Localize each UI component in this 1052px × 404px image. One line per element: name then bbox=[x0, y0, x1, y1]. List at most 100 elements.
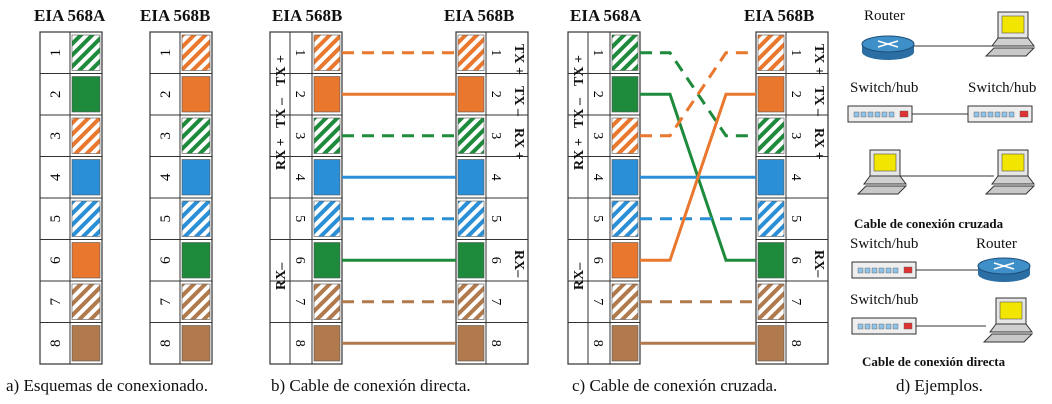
label-switch-hub-3: Switch/hub bbox=[850, 236, 919, 252]
a-568b-pin-number: 7 bbox=[158, 298, 174, 306]
b-right-568b-pin-number: 4 bbox=[488, 174, 503, 181]
a-568b-wire-brown bbox=[181, 325, 211, 362]
c-right-568b-pin-number: 2 bbox=[788, 91, 803, 98]
c-right-568b-pin-number: 7 bbox=[788, 298, 803, 305]
b-left-568b-wire-orange bbox=[313, 76, 341, 113]
c-right-568b-pin-number: 1 bbox=[788, 49, 803, 56]
c-right-568b-wire-blue bbox=[757, 159, 785, 196]
a-568a-wire-blue bbox=[71, 159, 101, 196]
c-left-568a-wire-brown bbox=[611, 325, 639, 362]
switch-hub-icon-right-port bbox=[973, 111, 980, 118]
b-left-568b-pin-number: 6 bbox=[292, 257, 307, 264]
b-left-568b-wire-orange-stripe bbox=[313, 34, 341, 71]
c-left-568a-wire-orange-stripe bbox=[611, 117, 639, 154]
b-right-568b-pin-number: 5 bbox=[488, 215, 503, 222]
switch-hub-icon-3 bbox=[851, 261, 917, 279]
a-568b-wire-green bbox=[181, 242, 211, 279]
a-568a-pin-number: 3 bbox=[48, 132, 64, 140]
a-568a-pin-number: 2 bbox=[48, 91, 64, 99]
a-568a-pin-number: 6 bbox=[48, 256, 64, 264]
router-icon-top-arrows-icon bbox=[877, 40, 899, 48]
switch-hub-icon-3-port bbox=[864, 267, 871, 274]
b-right-568b-wire-brown-stripe bbox=[457, 283, 485, 320]
a-568a-wire-brown bbox=[71, 325, 101, 362]
c-left-568a-wire-green bbox=[611, 76, 639, 113]
switch-hub-icon-4-status-led bbox=[903, 322, 913, 330]
computer-icon-bottom-keyboard bbox=[982, 333, 1034, 343]
computer-icon-bottom-screen bbox=[999, 301, 1023, 320]
signal-c-right-tx-minus: TX – bbox=[811, 86, 826, 116]
header-b-left: EIA 568B bbox=[272, 6, 343, 25]
c-right-568b-pin-number: 4 bbox=[788, 174, 803, 181]
computer-icon-right-base bbox=[991, 175, 1035, 185]
header-c-left: EIA 568A bbox=[570, 6, 642, 25]
switch-hub-icon-left bbox=[847, 105, 913, 123]
b-right-568b-wire-orange-stripe bbox=[457, 34, 485, 71]
computer-icon-left-keyboard bbox=[856, 185, 908, 195]
a-568b-pin-number: 3 bbox=[158, 132, 174, 140]
computer-icon-top-base bbox=[991, 37, 1035, 47]
c-left-568a-pin-number: 8 bbox=[590, 340, 605, 347]
computer-icon-bottom-base bbox=[989, 323, 1033, 333]
router-icon-top bbox=[861, 35, 915, 60]
a-568b-pin-number: 4 bbox=[158, 173, 174, 181]
c-left-568a-pin-number: 7 bbox=[590, 298, 605, 305]
signal-b-right-tx-plus: TX + bbox=[511, 44, 526, 75]
a-568b-wire-green-stripe bbox=[181, 117, 211, 154]
signal-b-right-rx-minus: RX– bbox=[511, 250, 526, 278]
signal-b-left-tx-plus: TX + bbox=[274, 55, 289, 86]
c-right-568b-wire-orange bbox=[757, 76, 785, 113]
b-left-568b-pin-number: 3 bbox=[292, 132, 307, 139]
c-left-568a-wire-green-stripe bbox=[611, 34, 639, 71]
signal-b-right-rx-plus: RX + bbox=[511, 128, 526, 160]
c-right-568b-pin-number: 6 bbox=[788, 257, 803, 264]
b-right-568b-wire-green-stripe bbox=[457, 117, 485, 154]
a-568b-wire-orange-stripe bbox=[181, 34, 211, 71]
computer-icon-top bbox=[984, 11, 1036, 57]
a-568b-wire-orange bbox=[181, 76, 211, 113]
label-switch-hub-left: Switch/hub bbox=[850, 80, 919, 96]
switch-hub-icon-left-status-led bbox=[899, 110, 909, 118]
b-right-568b-wire-blue bbox=[457, 159, 485, 196]
c-left-568a-pin-number: 2 bbox=[590, 91, 605, 98]
a-568b-wire-brown-stripe bbox=[181, 283, 211, 320]
b-left-568b-wire-brown-stripe bbox=[313, 283, 341, 320]
switch-hub-icon-3-port bbox=[878, 267, 885, 274]
a-568a-pin-number: 1 bbox=[48, 49, 64, 57]
computer-icon-bottom bbox=[982, 297, 1034, 343]
switch-hub-icon-left-port bbox=[867, 111, 874, 118]
computer-icon-left bbox=[856, 149, 908, 195]
switch-hub-icon-right-port bbox=[1001, 111, 1008, 118]
caption-d: d) Ejemplos. bbox=[896, 376, 983, 395]
a-568a-pin-number: 7 bbox=[48, 298, 64, 306]
computer-icon-left-base bbox=[863, 175, 907, 185]
b-left-568b-pin-number: 7 bbox=[292, 298, 307, 305]
signal-c-right-tx-plus: TX + bbox=[811, 44, 826, 75]
computer-icon-top-keyboard bbox=[984, 47, 1036, 57]
c-right-568b-wire-orange-stripe bbox=[757, 34, 785, 71]
a-568a-pin-number: 5 bbox=[48, 215, 64, 223]
b-right-568b-wire-orange bbox=[457, 76, 485, 113]
c-left-568a-pin-number: 1 bbox=[590, 49, 605, 56]
a-568a-wire-orange bbox=[71, 242, 101, 279]
c-left-568a-wire-blue bbox=[611, 159, 639, 196]
switch-hub-icon-right-port bbox=[980, 111, 987, 118]
switch-hub-icon-4-port bbox=[857, 323, 864, 330]
switch-hub-icon-right-port bbox=[1008, 111, 1015, 118]
b-left-568b-pin-number: 2 bbox=[292, 91, 307, 98]
b-left-568b-wire-blue-stripe bbox=[313, 200, 341, 237]
b-left-568b-pin-number: 8 bbox=[292, 340, 307, 347]
header-568a: EIA 568A bbox=[34, 6, 106, 25]
b-left-568b-pin-number: 1 bbox=[292, 49, 307, 56]
signal-b-left-rx-minus: RX– bbox=[274, 262, 289, 290]
computer-icon-right bbox=[984, 149, 1036, 195]
label-router-top: Router bbox=[864, 8, 905, 24]
c-left-568a-wire-brown-stripe bbox=[611, 283, 639, 320]
signal-b-left-tx-minus: TX – bbox=[274, 98, 289, 128]
switch-hub-icon-right-status-led bbox=[1019, 110, 1029, 118]
b-right-568b-pin-number: 8 bbox=[488, 340, 503, 347]
signal-c-left-rx-minus: RX– bbox=[572, 262, 587, 290]
c-wire-orange-stripe bbox=[640, 51, 756, 138]
caption-b: b) Cable de conexión directa. bbox=[271, 376, 471, 395]
